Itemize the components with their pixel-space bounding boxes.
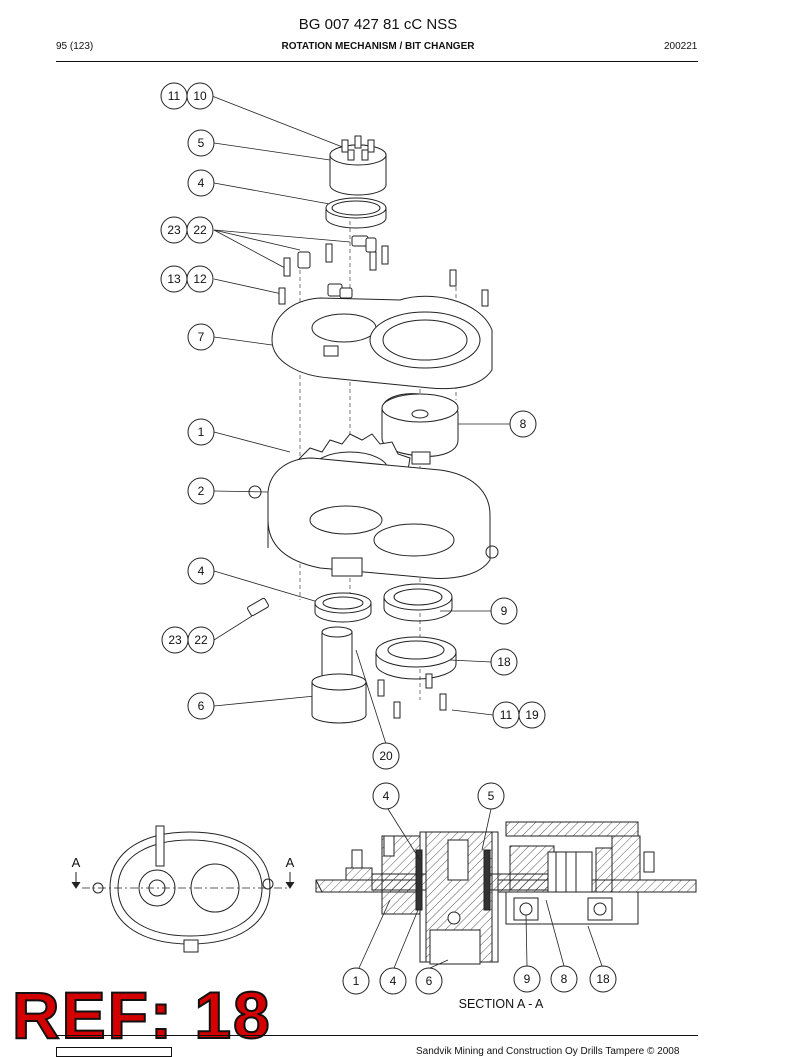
footer-copyright: Sandvik Mining and Construction Oy Drill… [416, 1046, 680, 1057]
part-5-clamp [329, 135, 387, 196]
cut-mark-right: A [286, 855, 295, 870]
balloon-8: 8 [520, 417, 527, 431]
header-rule [56, 61, 698, 62]
part-6-shaft [311, 626, 367, 724]
part-4-seal-bottom [314, 592, 372, 623]
section-leaders [358, 808, 603, 969]
part-7-cover [271, 295, 493, 390]
fitting-lower [247, 597, 269, 617]
section-balloon-4b: 4 [390, 974, 397, 988]
balloon-23: 23 [167, 223, 181, 237]
document-code: 200221 [664, 41, 698, 52]
balloon-11-lower: 11 [500, 708, 513, 722]
balloon-10: 10 [193, 89, 207, 103]
balloon-23-lower: 23 [168, 633, 182, 647]
balloon-4-lower: 4 [198, 564, 205, 578]
section-balloon-8: 8 [561, 972, 568, 986]
balloon-22: 22 [193, 223, 207, 237]
balloon-labels-exploded: 11 10 5 4 23 22 13 12 7 8 1 2 4 9 23 22 … [167, 89, 539, 763]
leader-lines [211, 95, 510, 745]
balloon-19: 19 [525, 708, 539, 722]
balloon-20: 20 [379, 749, 393, 763]
part-9-bearing [383, 583, 453, 622]
balloon-4: 4 [198, 176, 205, 190]
balloon-6: 6 [198, 699, 205, 713]
balloon-18: 18 [497, 655, 511, 669]
section-balloon-18: 18 [596, 972, 610, 986]
screws-bottom [377, 673, 447, 719]
balloon-11: 11 [168, 89, 181, 103]
company-logo [56, 1047, 172, 1057]
cut-mark-left: A [72, 855, 81, 870]
balloon-9: 9 [501, 604, 508, 618]
balloon-2: 2 [198, 484, 205, 498]
section-balloon-4: 4 [383, 789, 390, 803]
ref-stamp: REF: 18 [11, 978, 272, 1052]
balloon-22-lower: 22 [194, 633, 208, 647]
section-balloon-5: 5 [488, 789, 495, 803]
balloon-13: 13 [167, 272, 181, 286]
part-18-cover [375, 636, 457, 680]
balloons-section [342, 782, 617, 995]
balloon-7: 7 [198, 330, 205, 344]
section-title: ROTATION MECHANISM / BIT CHANGER [281, 41, 475, 52]
document-title: BG 007 427 81 cC NSS [298, 16, 458, 33]
page-number: 95 (123) [56, 41, 94, 52]
cut-labels: A A [72, 855, 295, 870]
section-view [315, 821, 697, 965]
balloon-labels-section: 4 5 1 4 6 9 8 18 SECTION A - A [353, 789, 610, 1011]
section-balloon-6: 6 [426, 974, 433, 988]
section-caption: SECTION A - A [459, 997, 544, 1011]
balloons-exploded [160, 82, 546, 770]
section-balloon-1: 1 [353, 974, 360, 988]
top-view [71, 825, 295, 953]
fittings-top [297, 235, 377, 299]
footer-rule [56, 1035, 698, 1036]
balloon-12: 12 [193, 272, 207, 286]
part-2-housing [248, 457, 499, 579]
balloon-5: 5 [198, 136, 205, 150]
balloon-1: 1 [198, 425, 205, 439]
part-8-motor [381, 393, 459, 465]
section-balloon-9: 9 [524, 972, 531, 986]
part-4-seal-top [325, 197, 387, 229]
